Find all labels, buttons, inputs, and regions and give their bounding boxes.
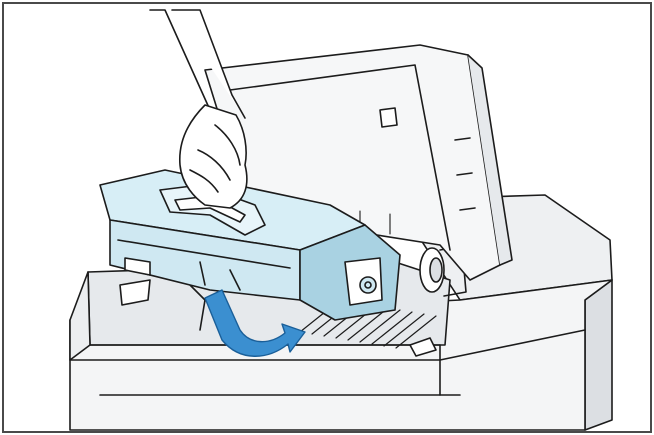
right-roller: [419, 245, 467, 297]
hand-holding-cartridge: [149, 9, 248, 209]
printer-top-cover: [204, 44, 513, 281]
toner-cartridge: [99, 169, 401, 321]
insertion-direction-arrow: [204, 289, 306, 357]
